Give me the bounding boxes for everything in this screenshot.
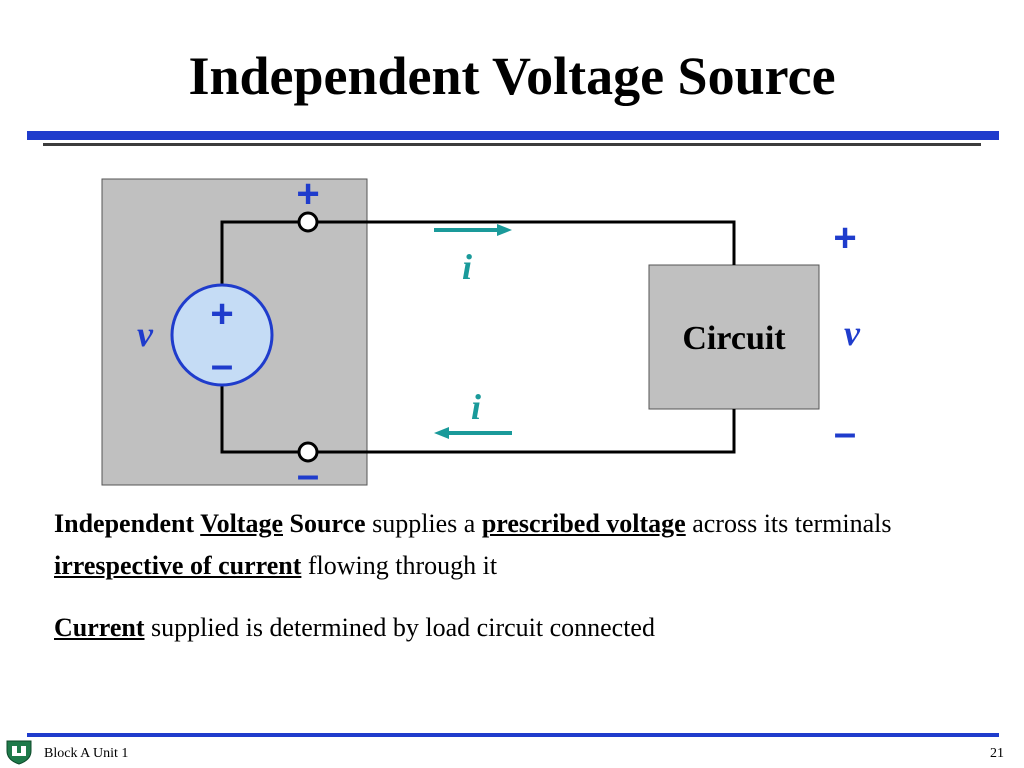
page-number: 21 — [990, 746, 1004, 761]
footer-course: Block A Unit 1 — [44, 746, 129, 761]
circuit-box — [648, 264, 820, 410]
paragraph-definition: Independent Voltage Source supplies a pr… — [54, 503, 994, 587]
current-label-top: i — [462, 247, 472, 287]
terminal-top — [297, 211, 319, 233]
text-current: Current — [54, 613, 145, 642]
text-independent: Independent — [54, 509, 201, 538]
circuit-label: Circuit — [682, 320, 786, 357]
paragraph-current: Current supplied is determined by load c… — [54, 607, 994, 649]
text-prescribed-voltage: prescribed voltage — [481, 509, 686, 538]
load-minus-sign: – — [834, 411, 856, 455]
text-voltage: Voltage — [200, 509, 283, 538]
text-flowing-through: flowing through it — [301, 551, 498, 580]
load-plus-sign: + — [833, 216, 856, 260]
source-voltage-label: v — [137, 314, 154, 354]
source-minus-sign: – — [211, 343, 233, 387]
current-label-bottom: i — [471, 387, 481, 427]
text-supplies: supplies a — [365, 509, 482, 538]
terminal-bottom — [297, 441, 319, 463]
text-supplied-determined: supplied is determined by load circuit c… — [144, 613, 655, 642]
university-logo-icon — [6, 740, 32, 765]
terminal-minus-sign: – — [297, 453, 319, 497]
text-source: Source — [283, 509, 366, 538]
source-wire-bottom — [220, 374, 299, 454]
load-wire-top — [317, 220, 736, 265]
source-wire-top — [220, 220, 299, 295]
load-wire-bottom — [317, 409, 736, 454]
text-irrespective-of-current: irrespective of current — [54, 551, 302, 580]
load-voltage-label: v — [844, 313, 861, 353]
text-across-terminals: across its terminals — [685, 509, 892, 538]
current-arrowhead-bottom — [434, 427, 449, 439]
body-text: Independent Voltage Source supplies a pr… — [54, 503, 994, 649]
terminal-plus-sign: + — [296, 172, 319, 216]
title-rule-gray — [43, 143, 981, 146]
title-rule-blue — [27, 131, 999, 140]
voltage-source-symbol — [170, 283, 274, 387]
slide-title: Independent Voltage Source — [188, 46, 836, 106]
source-plus-sign: + — [210, 292, 233, 336]
current-arrowhead-top — [497, 224, 512, 236]
footer-rule — [27, 733, 999, 737]
